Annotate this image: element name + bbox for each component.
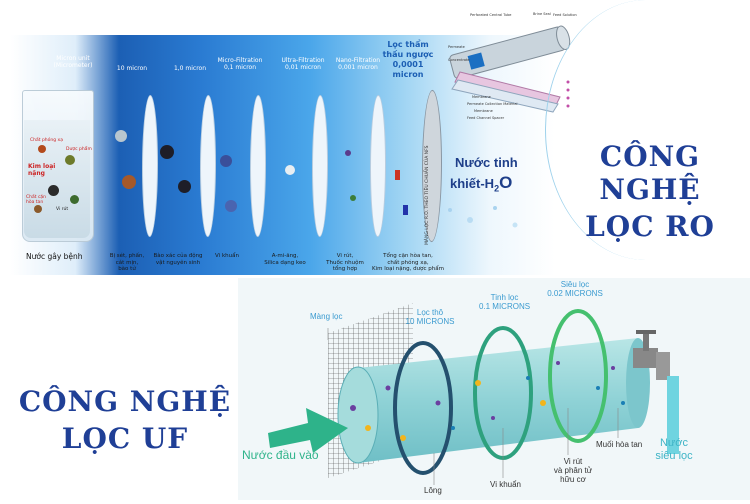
glass-label: Dược phẩm <box>66 147 92 152</box>
virus-label: Vi rút và phân tử hữu cơ <box>553 457 593 484</box>
stage-caption: A-mi-ăng, Silica dạng keo <box>264 253 306 266</box>
stage-label: Ultra-Filtration 0,01 micron <box>281 57 325 71</box>
water-bubbles <box>440 200 540 240</box>
particle-icon <box>34 205 42 213</box>
ro-title: CÔNG NGHỆ LỌC RO <box>545 140 750 243</box>
cartridge-label: Brine Seal <box>533 12 551 16</box>
micron-unit-label: Micron unit (Micrometer) <box>53 55 93 69</box>
stage-label: Nano-Filtration 0,001 micron <box>335 57 381 71</box>
particle-icon <box>403 205 408 215</box>
cartridge-label: Permeate Collection Material <box>467 102 518 106</box>
h2o-subscript: 2 <box>494 183 500 194</box>
membrane-label: MÀNG LỌC R.O. THEO TIÊU CHUẨN CỦA NFS <box>425 145 430 245</box>
h2o-o: O <box>499 173 513 192</box>
glass-dirty-water <box>24 120 90 238</box>
filter-disc <box>370 92 386 240</box>
cartridge-label: Concentrate <box>448 58 470 62</box>
particle-icon <box>345 150 351 156</box>
uf-title-line1: CÔNG NGHỆ <box>18 385 232 418</box>
tube-inlet <box>337 366 379 464</box>
glass-label: Chất cặn hòa tan <box>26 195 47 205</box>
ro-membrane-cartridge-icon <box>449 25 571 113</box>
ring-ultra <box>548 309 608 443</box>
particle-icon <box>48 185 59 196</box>
uf-title-line2: LỌC UF <box>61 422 189 455</box>
stage-label: 10 micron <box>116 65 148 72</box>
cartridge-label: Membrane <box>474 109 493 113</box>
glass-label: Chất phóng xạ <box>30 138 63 143</box>
bubbles-icon <box>448 206 518 228</box>
particle-icon <box>65 155 75 165</box>
ultra-filter-label: Siêu lọc 0.02 MICRONS <box>547 280 603 298</box>
fine-filter-label: Tinh lọc 0.1 MICRONS <box>478 293 531 311</box>
particle-icon <box>122 175 136 189</box>
particle-icon <box>395 170 400 180</box>
stage-label: 1,0 micron <box>173 65 207 72</box>
ro-title-line2: LỌC RO <box>585 210 715 243</box>
ring-coarse <box>393 341 453 475</box>
particle-icon <box>350 195 356 201</box>
inflow-label: Nước đầu vào <box>242 448 319 462</box>
pure-water-label: Nước tinh <box>455 155 518 170</box>
inflow-arrow-icon <box>268 408 348 453</box>
uf-diagram <box>238 278 750 500</box>
ro-cartridge <box>440 12 580 122</box>
particle-icon <box>115 130 127 142</box>
uf-diagram-svg <box>268 303 679 485</box>
cartridge-label: Feed Solution <box>553 13 577 17</box>
stage-caption: Tổng cặn hòa tan, chất phóng xạ, Kim loạ… <box>372 253 444 272</box>
particle-icon <box>38 145 46 153</box>
stage-caption: Bào xác của động vật nguyên sinh <box>153 253 203 266</box>
filter-disc <box>142 92 158 240</box>
water-stream <box>667 376 679 454</box>
stage-caption: Vi rút, Thuốc nhuộm tổng hợp <box>326 253 364 272</box>
output-water-label: Nước siêu lọc <box>655 437 693 462</box>
uf-particles <box>350 361 625 441</box>
stage-caption: Vi khuẩn <box>215 253 239 259</box>
filter-disc <box>200 92 216 240</box>
glass-label: Kim loại nặng <box>28 163 56 177</box>
pure-water-formula: khiết-H2O <box>450 173 512 194</box>
ro-stage-label: Lọc thẩm thấu ngược 0,0001 micron <box>382 40 434 79</box>
uf-title: CÔNG NGHỆ LỌC UF <box>5 385 245 455</box>
stage-caption: Bị sét, phấn, cát mịn, bào tử <box>109 253 145 272</box>
particle-icon <box>178 180 191 193</box>
particle-icon <box>285 165 295 175</box>
bacteria-label: Vi khuẩn <box>490 480 521 489</box>
particle-icon <box>220 155 232 167</box>
particle-icon <box>160 145 174 159</box>
stage-label: Micro-Filtration 0,1 micron <box>217 57 263 71</box>
cartridge-label: Feed Channel Spacer <box>467 116 505 120</box>
filter-disc <box>312 92 328 240</box>
cartridge-label: Perforated Central Tube <box>470 13 512 17</box>
particle-icon <box>225 200 237 212</box>
faucet-icon <box>633 330 679 454</box>
cartridge-label: Membrane <box>472 95 491 99</box>
glass-caption: Nước gây bệnh <box>26 252 83 261</box>
filter-disc <box>250 92 266 240</box>
pure-water-text: khiết-H <box>450 176 495 191</box>
ro-title-line1: CÔNG NGHỆ <box>599 140 701 206</box>
hair-label: Lông <box>424 486 442 495</box>
decorative-arc <box>545 0 746 260</box>
salt-label: Muối hòa tan <box>596 440 643 449</box>
particle-icon <box>70 195 79 204</box>
mang-loc-label: Màng lọc <box>310 312 343 321</box>
glass-label: Vi rút <box>56 207 69 212</box>
coarse-filter-label: Lọc thô 10 MICRONS <box>405 308 455 326</box>
cartridge-label: Permeate <box>448 45 465 49</box>
